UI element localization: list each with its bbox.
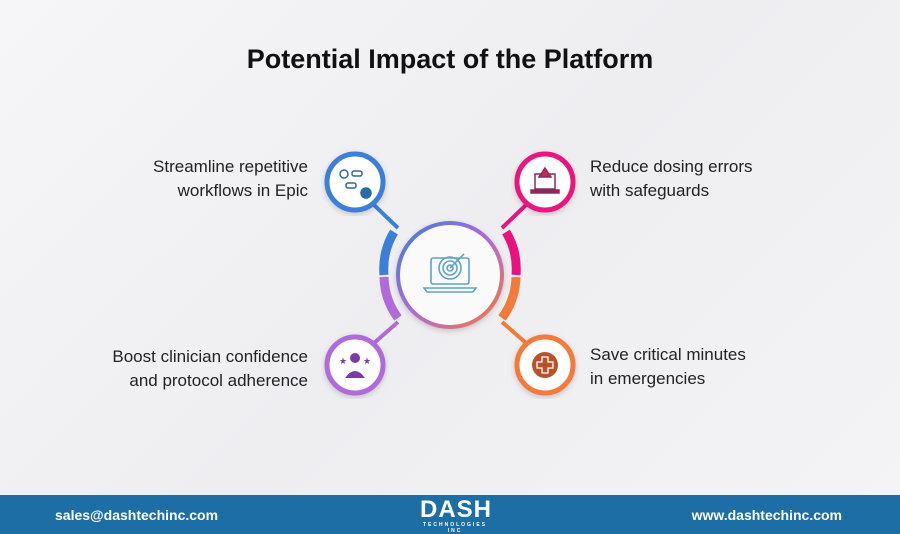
arc-pink <box>502 229 521 276</box>
workflow-icon <box>339 169 372 199</box>
item-text-line: Save critical minutes <box>590 345 746 364</box>
item-text-line: in emergencies <box>590 369 706 388</box>
footer-email[interactable]: sales@dashtechinc.com <box>55 507 219 523</box>
laptop-target-icon <box>422 253 478 293</box>
laptop-warning-icon <box>530 166 560 194</box>
logo-subtext: TECHNOLOGIES INC <box>422 522 487 534</box>
item-text-line: workflows in Epic <box>177 181 308 200</box>
page-title: Potential Impact of the Platform <box>246 44 654 74</box>
item-text-line: Reduce dosing errors <box>590 157 753 176</box>
item-text-line: and protocol adherence <box>129 371 308 390</box>
bubble-blue <box>324 151 386 213</box>
item-workflows: Streamline repetitive workflows in Epic <box>153 155 308 203</box>
dash-logo: DASH TECHNOLOGIES INC <box>420 496 493 534</box>
bubble-pink <box>514 151 576 213</box>
clinician-stars-icon: ★★ <box>339 353 371 378</box>
footer-website[interactable]: www.dashtechinc.com <box>691 507 842 523</box>
item-text-line: Boost clinician confidence <box>112 347 308 366</box>
svg-text:★: ★ <box>363 356 371 366</box>
item-dosing-errors: Reduce dosing errors with safeguards <box>590 155 753 203</box>
arc-purple <box>379 276 402 321</box>
item-text-line: Streamline repetitive <box>153 157 308 176</box>
item-clinician-confidence: Boost clinician confidence and protocol … <box>112 345 308 393</box>
arc-blue <box>379 229 398 276</box>
bubble-purple <box>324 334 386 396</box>
medical-cross-clock-icon <box>532 352 558 378</box>
item-text-line: with safeguards <box>590 181 710 200</box>
svg-text:★: ★ <box>339 356 347 366</box>
arc-orange <box>498 276 521 321</box>
footer: sales@dashtechinc.com DASH TECHNOLOGIES … <box>0 495 900 534</box>
logo-text: DASH <box>420 496 493 523</box>
item-emergencies: Save critical minutes in emergencies <box>590 343 746 391</box>
